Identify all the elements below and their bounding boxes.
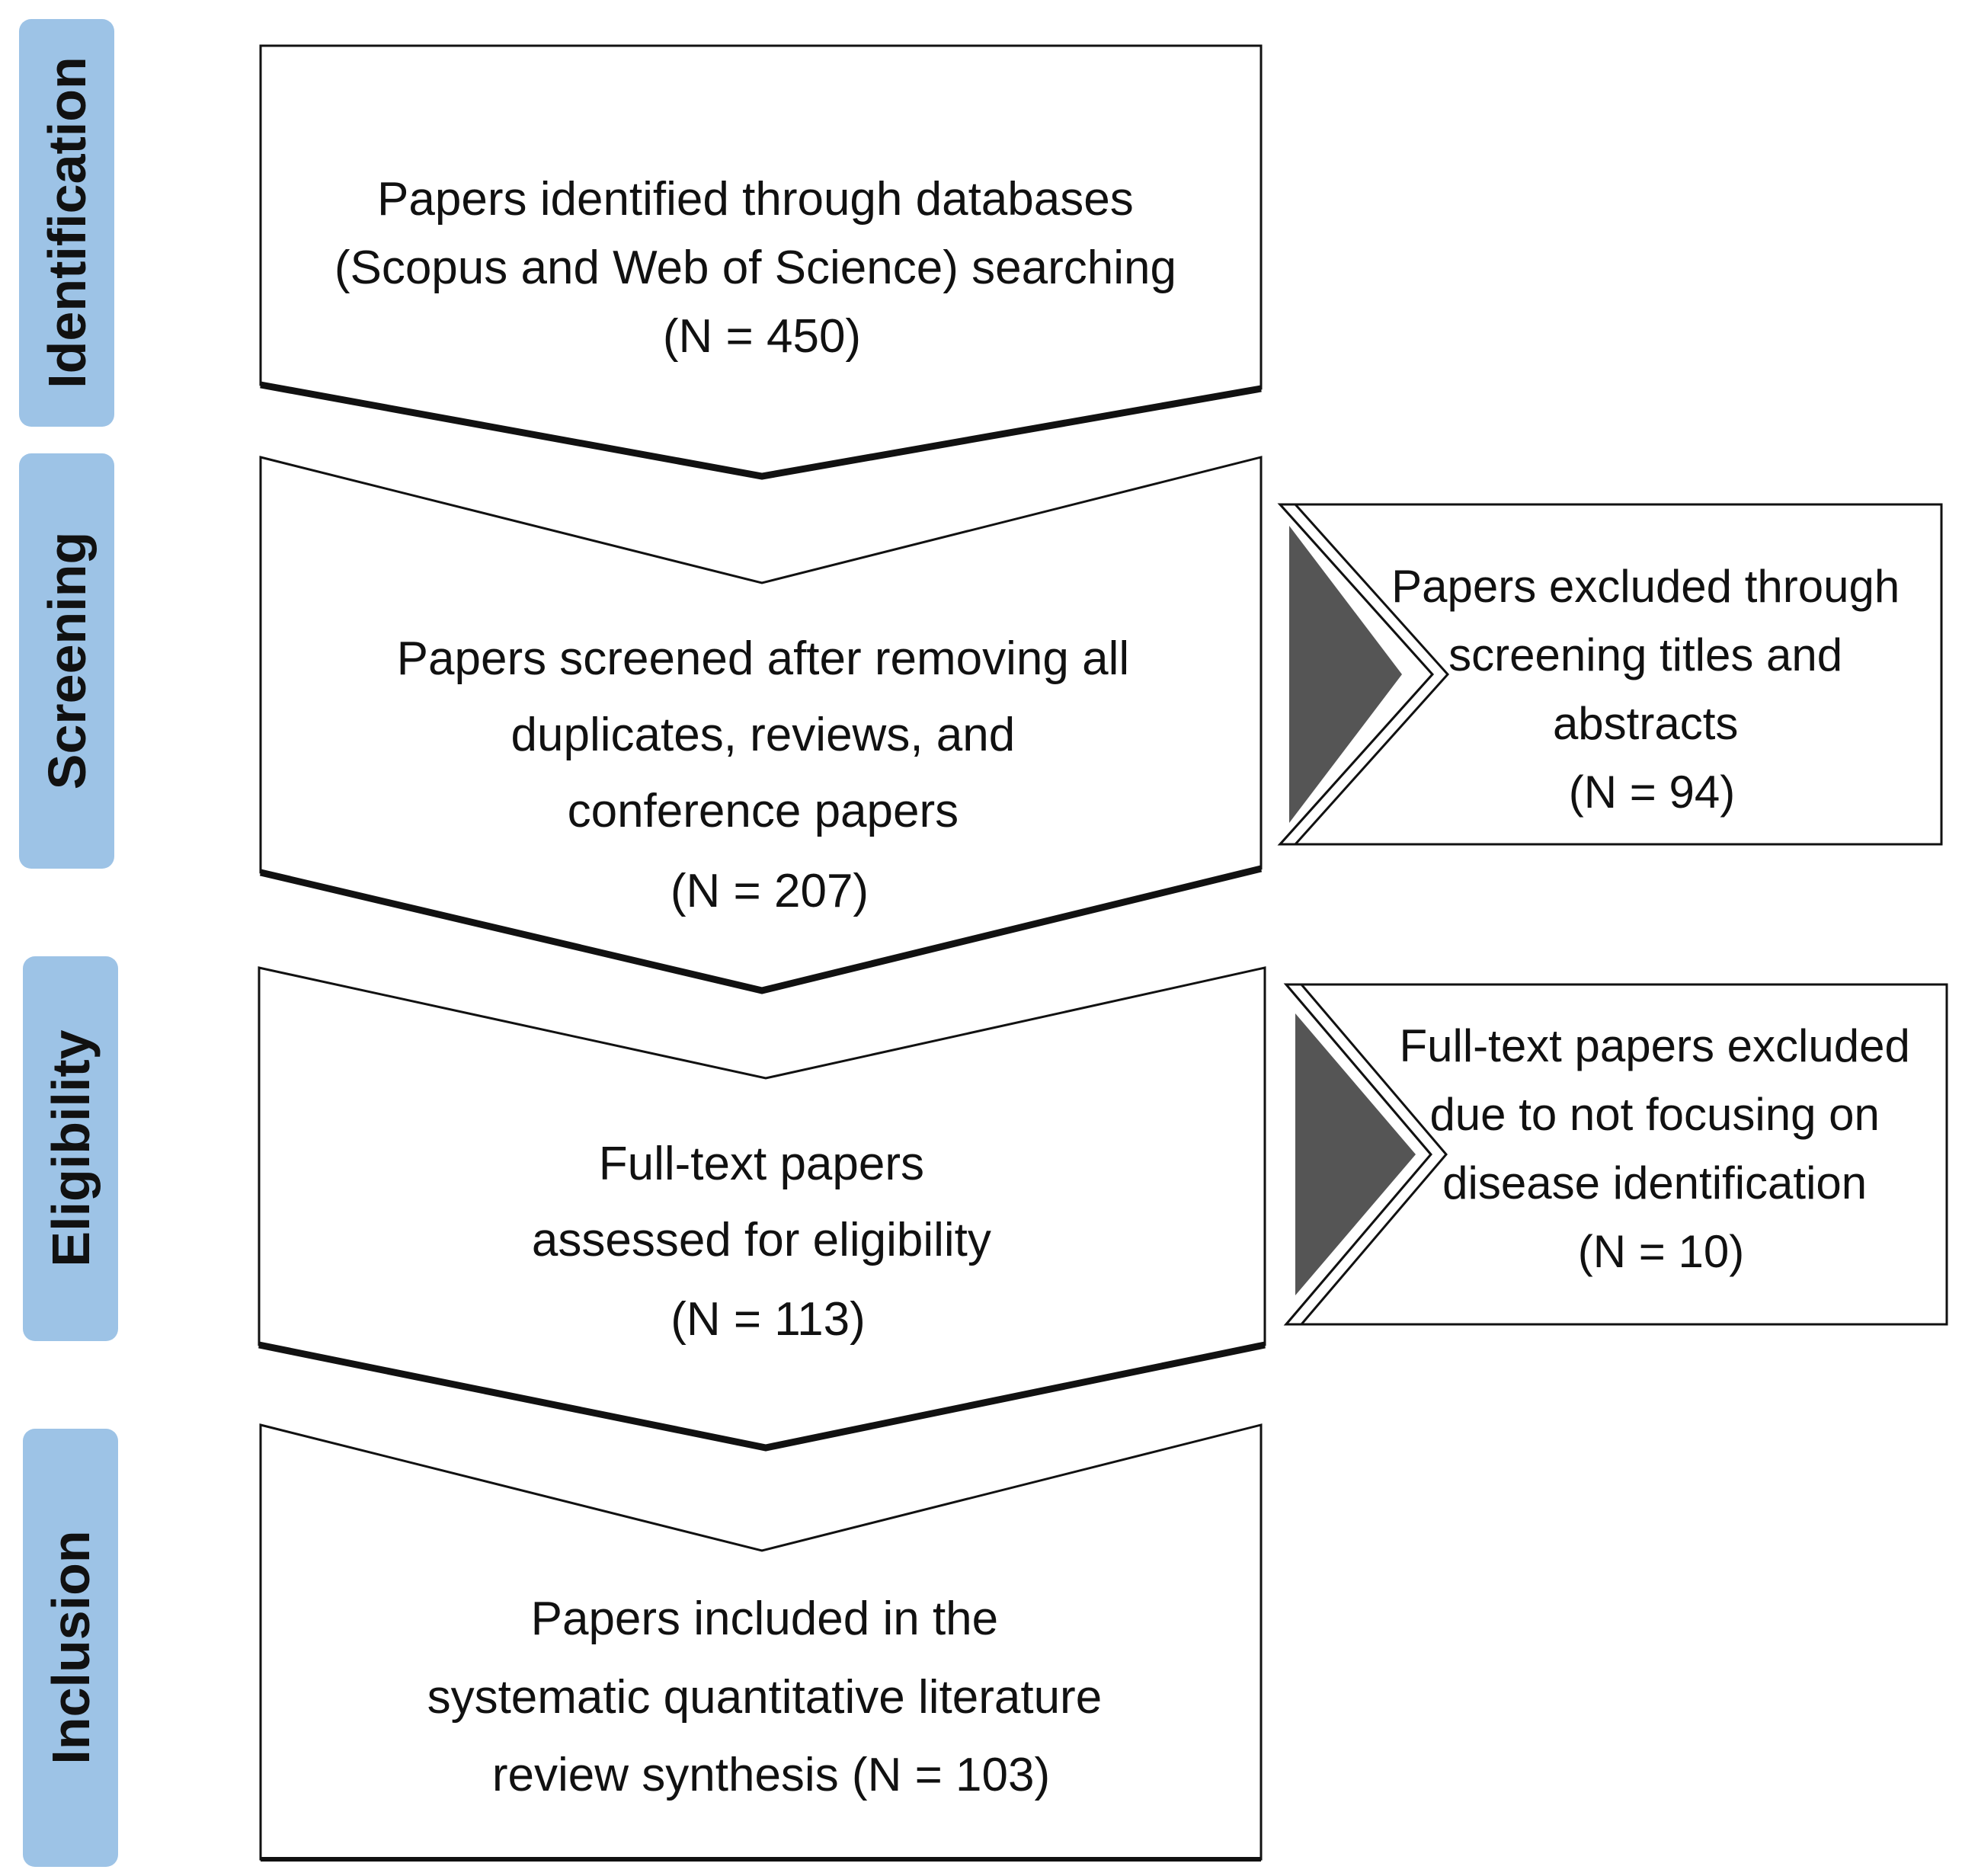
stage-bar: [19, 19, 114, 427]
box-included: Papers included in the systematic quanti…: [259, 1423, 1263, 1862]
box-eligibility-text: Full-text papers assessed for eligibilit…: [532, 1138, 1004, 1346]
stage-eligibility: Eligibility: [23, 956, 118, 1341]
stage-bar: [19, 453, 114, 869]
stage-identification: Identification: [19, 19, 114, 427]
stage-label-inclusion: Inclusion: [41, 1530, 101, 1764]
stage-label-screening: Screening: [37, 532, 97, 789]
arrow-outline: [1277, 503, 1450, 846]
box-identified: Papers identified through databases (Sco…: [259, 44, 1263, 480]
box-screened-text: Papers screened after removing all dupli…: [397, 632, 1143, 917]
stage-bar: [23, 1429, 118, 1867]
box-identified-text: Papers identified through databases (Sco…: [334, 173, 1189, 363]
box-screened-bottom-edge: [259, 865, 1263, 994]
box-identified-bottom-edge: [260, 381, 1262, 480]
stage-label-identification: Identification: [37, 56, 97, 389]
stage-bar: [23, 956, 118, 1341]
box-screened: Papers screened after removing all dupli…: [259, 456, 1263, 994]
box-excluded-fulltext-text: Full-text papers excluded due to not foc…: [1399, 1020, 1922, 1277]
box-excluded-screening: Papers excluded through screening titles…: [1277, 503, 1943, 846]
arrow-right-icon: [1289, 526, 1402, 823]
stage-label-eligibility: Eligibility: [41, 1029, 101, 1266]
stage-screening: Screening: [19, 453, 114, 869]
arrow-right-icon: [1295, 1013, 1416, 1295]
stage-inclusion: Inclusion: [23, 1429, 118, 1867]
box-excluded-screening-text: Papers excluded through screening titles…: [1391, 561, 1912, 818]
box-included-text: Papers included in the systematic quanti…: [427, 1593, 1115, 1801]
box-excluded-fulltext: Full-text papers excluded due to not foc…: [1283, 983, 1948, 1326]
arrow-outline: [1283, 983, 1448, 1326]
box-eligibility: Full-text papers assessed for eligibilit…: [258, 966, 1266, 1452]
box-included-shape: [259, 1423, 1263, 1861]
box-eligibility-bottom-edge: [258, 1341, 1266, 1452]
